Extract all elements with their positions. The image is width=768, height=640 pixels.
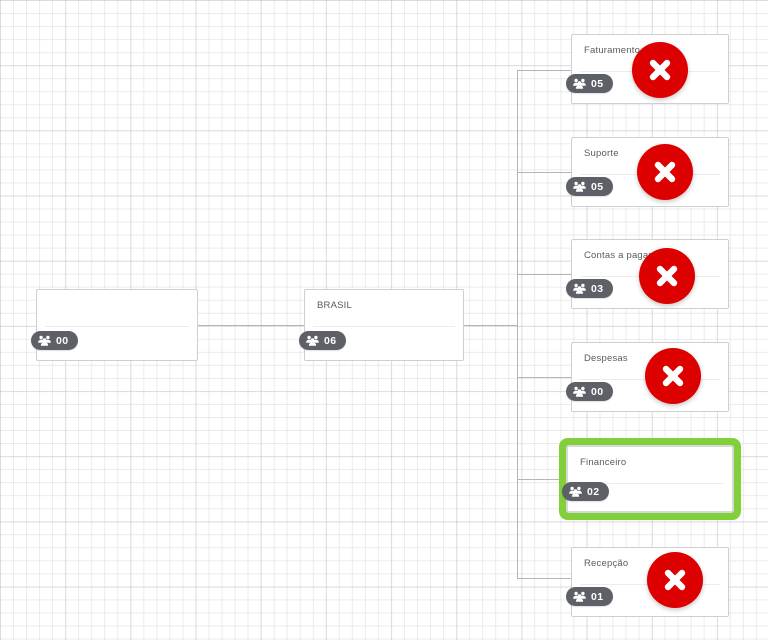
close-x-icon [660, 565, 690, 595]
member-count-badge[interactable]: 01 [566, 587, 614, 606]
org-node-title: Recepção [584, 558, 629, 569]
close-x-icon [650, 157, 680, 187]
connector-root-to-brasil [198, 325, 304, 326]
member-count-badge[interactable]: 03 [566, 279, 614, 298]
group-people-icon [573, 181, 586, 192]
member-count-badge[interactable]: 06 [299, 331, 347, 350]
org-node-title: Despesas [584, 353, 628, 364]
remove-node-button-faturamento[interactable] [632, 42, 688, 98]
org-node-title: Contas a pagar [584, 250, 652, 261]
connector-branch-despesas [517, 377, 571, 378]
org-node-brasil[interactable]: BRASIL 06 [299, 289, 464, 361]
member-count-badge[interactable]: 05 [566, 74, 614, 93]
org-node-divider [576, 483, 724, 484]
org-node-financeiro[interactable]: Financeiro 02 [562, 445, 734, 513]
member-count-badge[interactable]: 00 [566, 382, 614, 401]
connector-department-trunk [517, 70, 518, 578]
member-count-badge[interactable]: 00 [31, 331, 79, 350]
org-node-title: Faturamento [584, 45, 641, 56]
member-count-badge[interactable]: 02 [562, 482, 610, 501]
group-people-icon [573, 78, 586, 89]
group-people-icon [306, 335, 319, 346]
org-node-divider [45, 326, 189, 327]
member-count-value: 00 [56, 334, 69, 347]
member-count-value: 03 [591, 282, 604, 295]
connector-branch-contas [517, 274, 571, 275]
member-count-value: 02 [587, 485, 600, 498]
group-people-icon [573, 591, 586, 602]
group-people-icon [38, 335, 51, 346]
group-people-icon [573, 283, 586, 294]
remove-node-button-suporte[interactable] [637, 144, 693, 200]
org-node-title: Suporte [584, 148, 619, 159]
org-node-title: Financeiro [580, 457, 627, 468]
remove-node-button-recepcao[interactable] [647, 552, 703, 608]
member-count-value: 06 [324, 334, 337, 347]
group-people-icon [573, 386, 586, 397]
org-node-root[interactable]: 00 [31, 289, 198, 361]
member-count-value: 00 [591, 385, 604, 398]
close-x-icon [658, 361, 688, 391]
member-count-value: 05 [591, 77, 604, 90]
member-count-value: 05 [591, 180, 604, 193]
remove-node-button-despesas[interactable] [645, 348, 701, 404]
group-people-icon [569, 486, 582, 497]
close-x-icon [645, 55, 675, 85]
member-count-badge[interactable]: 05 [566, 177, 614, 196]
connector-branch-suporte [517, 172, 571, 173]
connector-brasil-to-trunk [464, 325, 517, 326]
connector-branch-faturamento [517, 70, 571, 71]
connector-branch-financeiro [517, 479, 566, 480]
org-node-divider [313, 326, 455, 327]
connector-branch-recepcao [517, 578, 571, 579]
remove-node-button-contas-a-pagar[interactable] [639, 248, 695, 304]
member-count-value: 01 [591, 590, 604, 603]
org-node-title: BRASIL [317, 300, 352, 311]
close-x-icon [652, 261, 682, 291]
